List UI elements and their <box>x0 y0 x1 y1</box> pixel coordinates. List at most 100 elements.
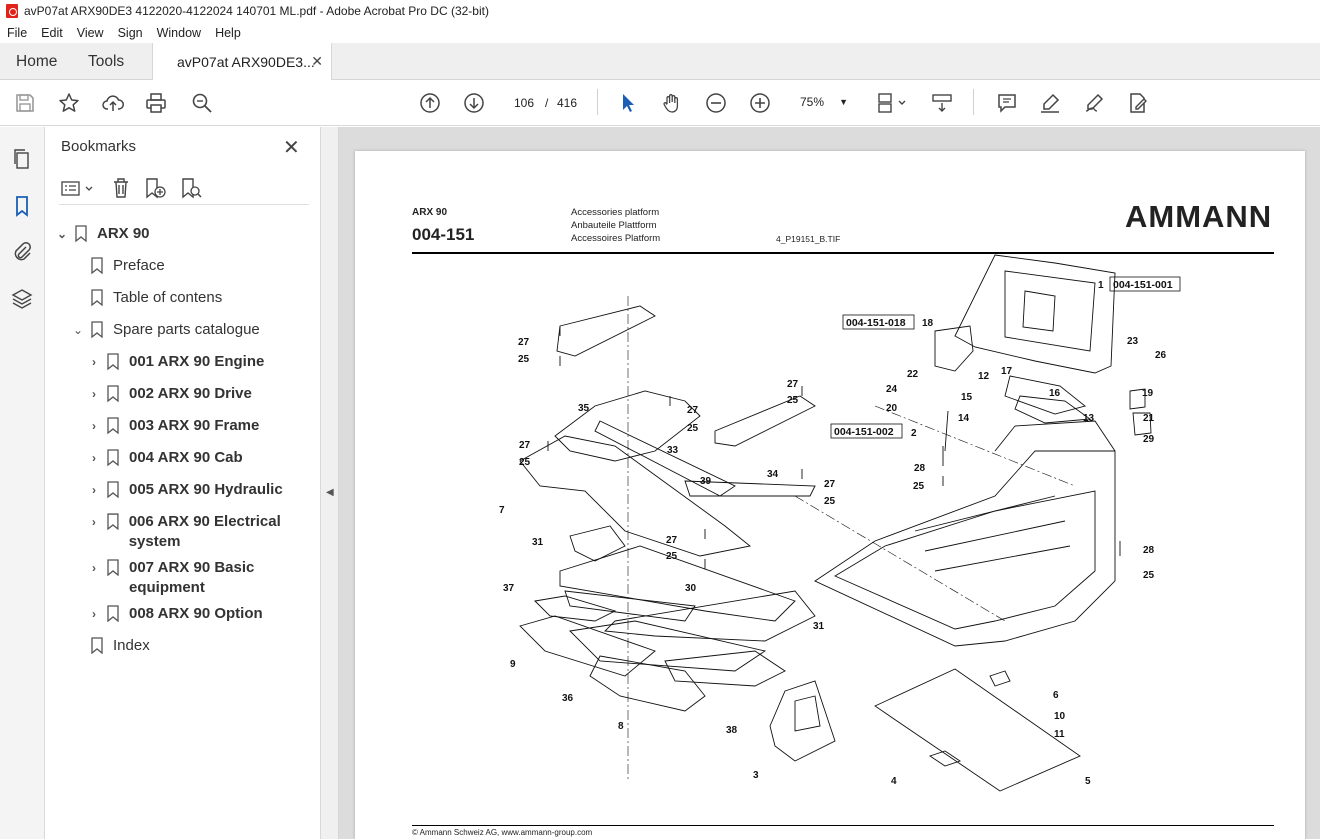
delete-icon[interactable] <box>111 177 131 199</box>
menu-help[interactable]: Help <box>215 25 241 40</box>
next-page-icon[interactable] <box>462 91 486 115</box>
bookmark-006-electrical[interactable]: › 006 ARX 90 Electrical system <box>87 512 287 552</box>
svg-text:25: 25 <box>913 481 925 492</box>
page-number-input[interactable]: 106 <box>506 90 542 114</box>
select-cursor-icon[interactable] <box>616 91 640 115</box>
bookmark-search-icon[interactable] <box>180 177 204 201</box>
bookmark-label: 005 ARX 90 Hydraulic <box>129 481 283 498</box>
chevron-right-icon[interactable]: › <box>92 355 96 369</box>
svg-text:30: 30 <box>685 583 697 594</box>
svg-text:31: 31 <box>813 621 825 632</box>
options-menu-icon[interactable] <box>61 179 95 199</box>
save-icon[interactable] <box>13 91 37 115</box>
upload-cloud-icon[interactable] <box>101 91 125 115</box>
svg-text:10: 10 <box>1054 711 1066 722</box>
menu-view[interactable]: View <box>76 25 104 40</box>
zoom-in-icon[interactable] <box>748 91 772 115</box>
chevron-right-icon[interactable]: › <box>92 451 96 465</box>
svg-text:27: 27 <box>519 440 531 451</box>
print-icon[interactable] <box>144 91 168 115</box>
chevron-right-icon[interactable]: › <box>92 561 96 575</box>
svg-text:26: 26 <box>1155 350 1167 361</box>
highlight-pen-icon[interactable] <box>1038 91 1062 115</box>
chevron-right-icon[interactable]: › <box>91 515 96 529</box>
bookmark-index[interactable]: Index <box>91 636 150 656</box>
bookmark-002-drive[interactable]: › 002 ARX 90 Drive <box>87 384 252 404</box>
bookmark-preface[interactable]: Preface <box>91 256 165 276</box>
svg-text:34: 34 <box>767 469 779 480</box>
draw-sign-icon[interactable] <box>1082 91 1106 115</box>
chevron-right-icon[interactable]: › <box>92 483 96 497</box>
chevron-down-icon[interactable]: ⌄ <box>72 323 84 337</box>
menu-file[interactable]: File <box>7 25 28 40</box>
bookmark-label: 006 ARX 90 Electrical system <box>128 513 281 550</box>
menu-sign[interactable]: Sign <box>117 25 143 40</box>
svg-text:004-151-001: 004-151-001 <box>1113 279 1173 291</box>
panel-collapse-handle[interactable]: ◀ <box>321 127 339 839</box>
bookmark-toolbar <box>59 175 309 205</box>
bookmark-icon <box>91 289 103 306</box>
chevron-right-icon[interactable]: › <box>92 419 96 433</box>
menu-window[interactable]: Window <box>156 25 202 40</box>
svg-text:1: 1 <box>1098 280 1104 291</box>
page-total: 416 <box>557 96 578 110</box>
svg-text:20: 20 <box>886 403 898 414</box>
menu-edit[interactable]: Edit <box>41 25 63 40</box>
chevron-down-icon[interactable]: ⌄ <box>56 227 68 241</box>
bookmark-label: Index <box>113 637 150 654</box>
tab-tools[interactable]: Tools <box>88 53 125 70</box>
svg-text:9: 9 <box>510 659 516 670</box>
bookmark-008-option[interactable]: › 008 ARX 90 Option <box>87 604 263 624</box>
star-icon[interactable] <box>57 91 81 115</box>
svg-text:27: 27 <box>687 405 699 416</box>
document-viewer[interactable]: ARX 90 004-151 Accessories platform Anba… <box>339 127 1320 839</box>
tab-document[interactable]: avP07at ARX90DE3... ✕ <box>152 43 332 81</box>
svg-text:27: 27 <box>824 479 836 490</box>
bookmark-007-basic[interactable]: › 007 ARX 90 Basic equipment <box>87 558 287 598</box>
hand-tool-icon[interactable] <box>660 91 684 115</box>
scroll-mode-icon[interactable] <box>930 91 954 115</box>
bookmark-003-frame[interactable]: › 003 ARX 90 Frame <box>87 416 259 436</box>
fill-sign-icon[interactable] <box>1126 91 1150 115</box>
title-bar: avP07at ARX90DE3 4122020-4122024 140701 … <box>0 0 1320 22</box>
svg-text:39: 39 <box>700 476 712 487</box>
svg-text:38: 38 <box>726 725 738 736</box>
bookmark-icon <box>107 559 119 576</box>
close-panel-icon[interactable]: ✕ <box>283 137 300 159</box>
prev-page-icon[interactable] <box>418 91 442 115</box>
page-separator: / <box>545 96 549 110</box>
bookmark-arx90[interactable]: ⌄ ARX 90 <box>55 224 150 244</box>
bookmarks-icon[interactable] <box>10 194 34 218</box>
desc-de: Anbauteile Plattform <box>571 220 657 231</box>
svg-text:17: 17 <box>1001 366 1013 377</box>
new-bookmark-icon[interactable] <box>144 177 168 201</box>
bookmark-001-engine[interactable]: › 001 ARX 90 Engine <box>87 352 264 372</box>
svg-text:13: 13 <box>1083 413 1095 424</box>
header-rule <box>412 252 1274 254</box>
bookmark-label: Table of contens <box>113 289 223 306</box>
svg-text:27: 27 <box>666 535 678 546</box>
page-thumbnails-icon[interactable] <box>10 147 34 171</box>
layers-icon[interactable] <box>10 287 34 311</box>
panel-title: Bookmarks <box>61 138 137 155</box>
bookmark-icon <box>107 605 119 622</box>
svg-text:29: 29 <box>1143 434 1155 445</box>
page-display-icon[interactable] <box>874 91 908 115</box>
svg-text:4: 4 <box>891 776 897 787</box>
zoom-select[interactable]: 75% ▼ <box>790 90 854 114</box>
bookmark-table-of-contents[interactable]: Table of contens <box>91 288 222 308</box>
zoom-out-icon[interactable] <box>704 91 728 115</box>
attachments-icon[interactable] <box>10 240 34 264</box>
bookmark-spare-parts[interactable]: ⌄ Spare parts catalogue <box>71 320 260 340</box>
bookmark-005-hydraulic[interactable]: › 005 ARX 90 Hydraulic <box>87 480 283 500</box>
zoom-search-icon[interactable] <box>190 91 214 115</box>
close-tab-icon[interactable]: ✕ <box>311 53 323 69</box>
bookmark-004-cab[interactable]: › 004 ARX 90 Cab <box>87 448 243 468</box>
svg-text:31: 31 <box>532 537 544 548</box>
chevron-right-icon[interactable]: › <box>92 607 96 621</box>
toolbar <box>0 80 1320 126</box>
chevron-right-icon[interactable]: › <box>92 387 96 401</box>
comment-icon[interactable] <box>995 91 1019 115</box>
tab-home[interactable]: Home <box>16 53 58 70</box>
svg-text:25: 25 <box>687 423 699 434</box>
